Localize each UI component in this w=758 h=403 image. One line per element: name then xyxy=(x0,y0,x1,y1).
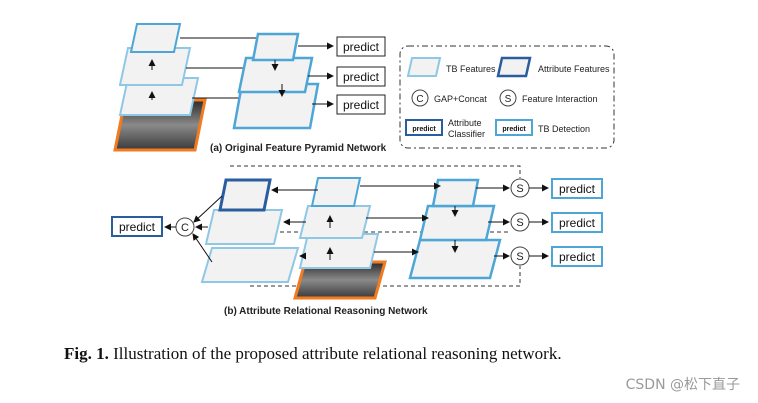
predict-box-a2 xyxy=(336,66,386,87)
tb-detection-swatch xyxy=(495,119,533,136)
attribute-classifier-swatch xyxy=(405,119,443,136)
predict-box-a1 xyxy=(336,36,386,57)
fpn-topdown-plane-1 xyxy=(251,32,300,62)
legend-attribute-classifier-2: Classifier xyxy=(448,129,485,139)
gap-concat-symbol xyxy=(411,89,429,107)
interaction-node-1-letter: S xyxy=(516,183,523,195)
tb-predict-box-2 xyxy=(551,212,603,233)
legend: TB Features Attribute Features C GAP+Con… xyxy=(399,45,615,149)
legend-tb-features: TB Features xyxy=(446,64,496,74)
tb-predict-label-1: predict xyxy=(559,182,596,196)
interaction-node-3-letter: S xyxy=(516,251,523,263)
caption-text: Illustration of the proposed attribute r… xyxy=(113,344,562,363)
section-a-title: (a) Original Feature Pyramid Network xyxy=(210,143,387,154)
attribute-classifier-swatch-label: predict xyxy=(412,126,436,133)
tb-topdown-plane-1 xyxy=(431,178,480,208)
tb-bottomup-plane-1 xyxy=(310,177,362,207)
tb-predict-box-1 xyxy=(551,178,603,199)
gap-concat-symbol-letter: C xyxy=(416,94,423,105)
fpn-bottomup-plane-2 xyxy=(118,47,192,86)
attribute-predict-label: predict xyxy=(119,220,156,234)
figure-caption: Fig. 1. Illustration of the proposed att… xyxy=(64,344,744,364)
caption-prefix: Fig. 1. xyxy=(64,344,109,363)
predict-box-a3 xyxy=(336,94,386,115)
attribute-features-swatch xyxy=(496,56,532,78)
tb-bottomup-plane-2 xyxy=(298,205,372,239)
attribute-predict-box xyxy=(111,216,163,237)
predict-label-a1: predict xyxy=(343,40,380,54)
architecture-diagram: predict predict predict (a) Original Fea… xyxy=(111,23,615,317)
legend-tb-detection: TB Detection xyxy=(538,124,590,134)
tb-detection-swatch-label: predict xyxy=(502,126,526,133)
tb-predict-box-3 xyxy=(551,246,603,267)
attr-plane-3 xyxy=(200,247,300,283)
attr-plane-2 xyxy=(204,209,284,245)
feature-interaction-symbol xyxy=(499,89,517,107)
legend-feature-interaction: Feature Interaction xyxy=(522,94,598,104)
fpn-bottomup-plane-1 xyxy=(129,23,182,53)
tb-features-swatch xyxy=(406,57,442,77)
predict-label-a3: predict xyxy=(343,98,380,112)
legend-attribute-classifier-1: Attribute xyxy=(448,118,482,128)
interaction-node-2-letter: S xyxy=(516,217,523,229)
feature-interaction-symbol-letter: S xyxy=(505,94,512,105)
attr-plane-1 xyxy=(218,178,272,212)
tb-topdown-plane-2 xyxy=(418,204,496,242)
tb-predict-label-3: predict xyxy=(559,250,596,264)
predict-label-a2: predict xyxy=(343,70,380,84)
legend-frame xyxy=(399,45,615,149)
arrn-panel: S S S predict predict predict C predict … xyxy=(111,165,603,317)
section-b-title: (b) Attribute Relational Reasoning Netwo… xyxy=(224,306,428,317)
legend-attribute-features: Attribute Features xyxy=(538,64,610,74)
tb-predict-label-2: predict xyxy=(559,216,596,230)
fpn-panel: predict predict predict (a) Original Fea… xyxy=(113,23,387,154)
concat-node-letter: C xyxy=(181,222,189,234)
watermark: CSDN @松下直子 xyxy=(625,377,740,393)
legend-gap-concat: GAP+Concat xyxy=(434,94,487,104)
tb-bottomup-plane-3 xyxy=(298,233,380,269)
